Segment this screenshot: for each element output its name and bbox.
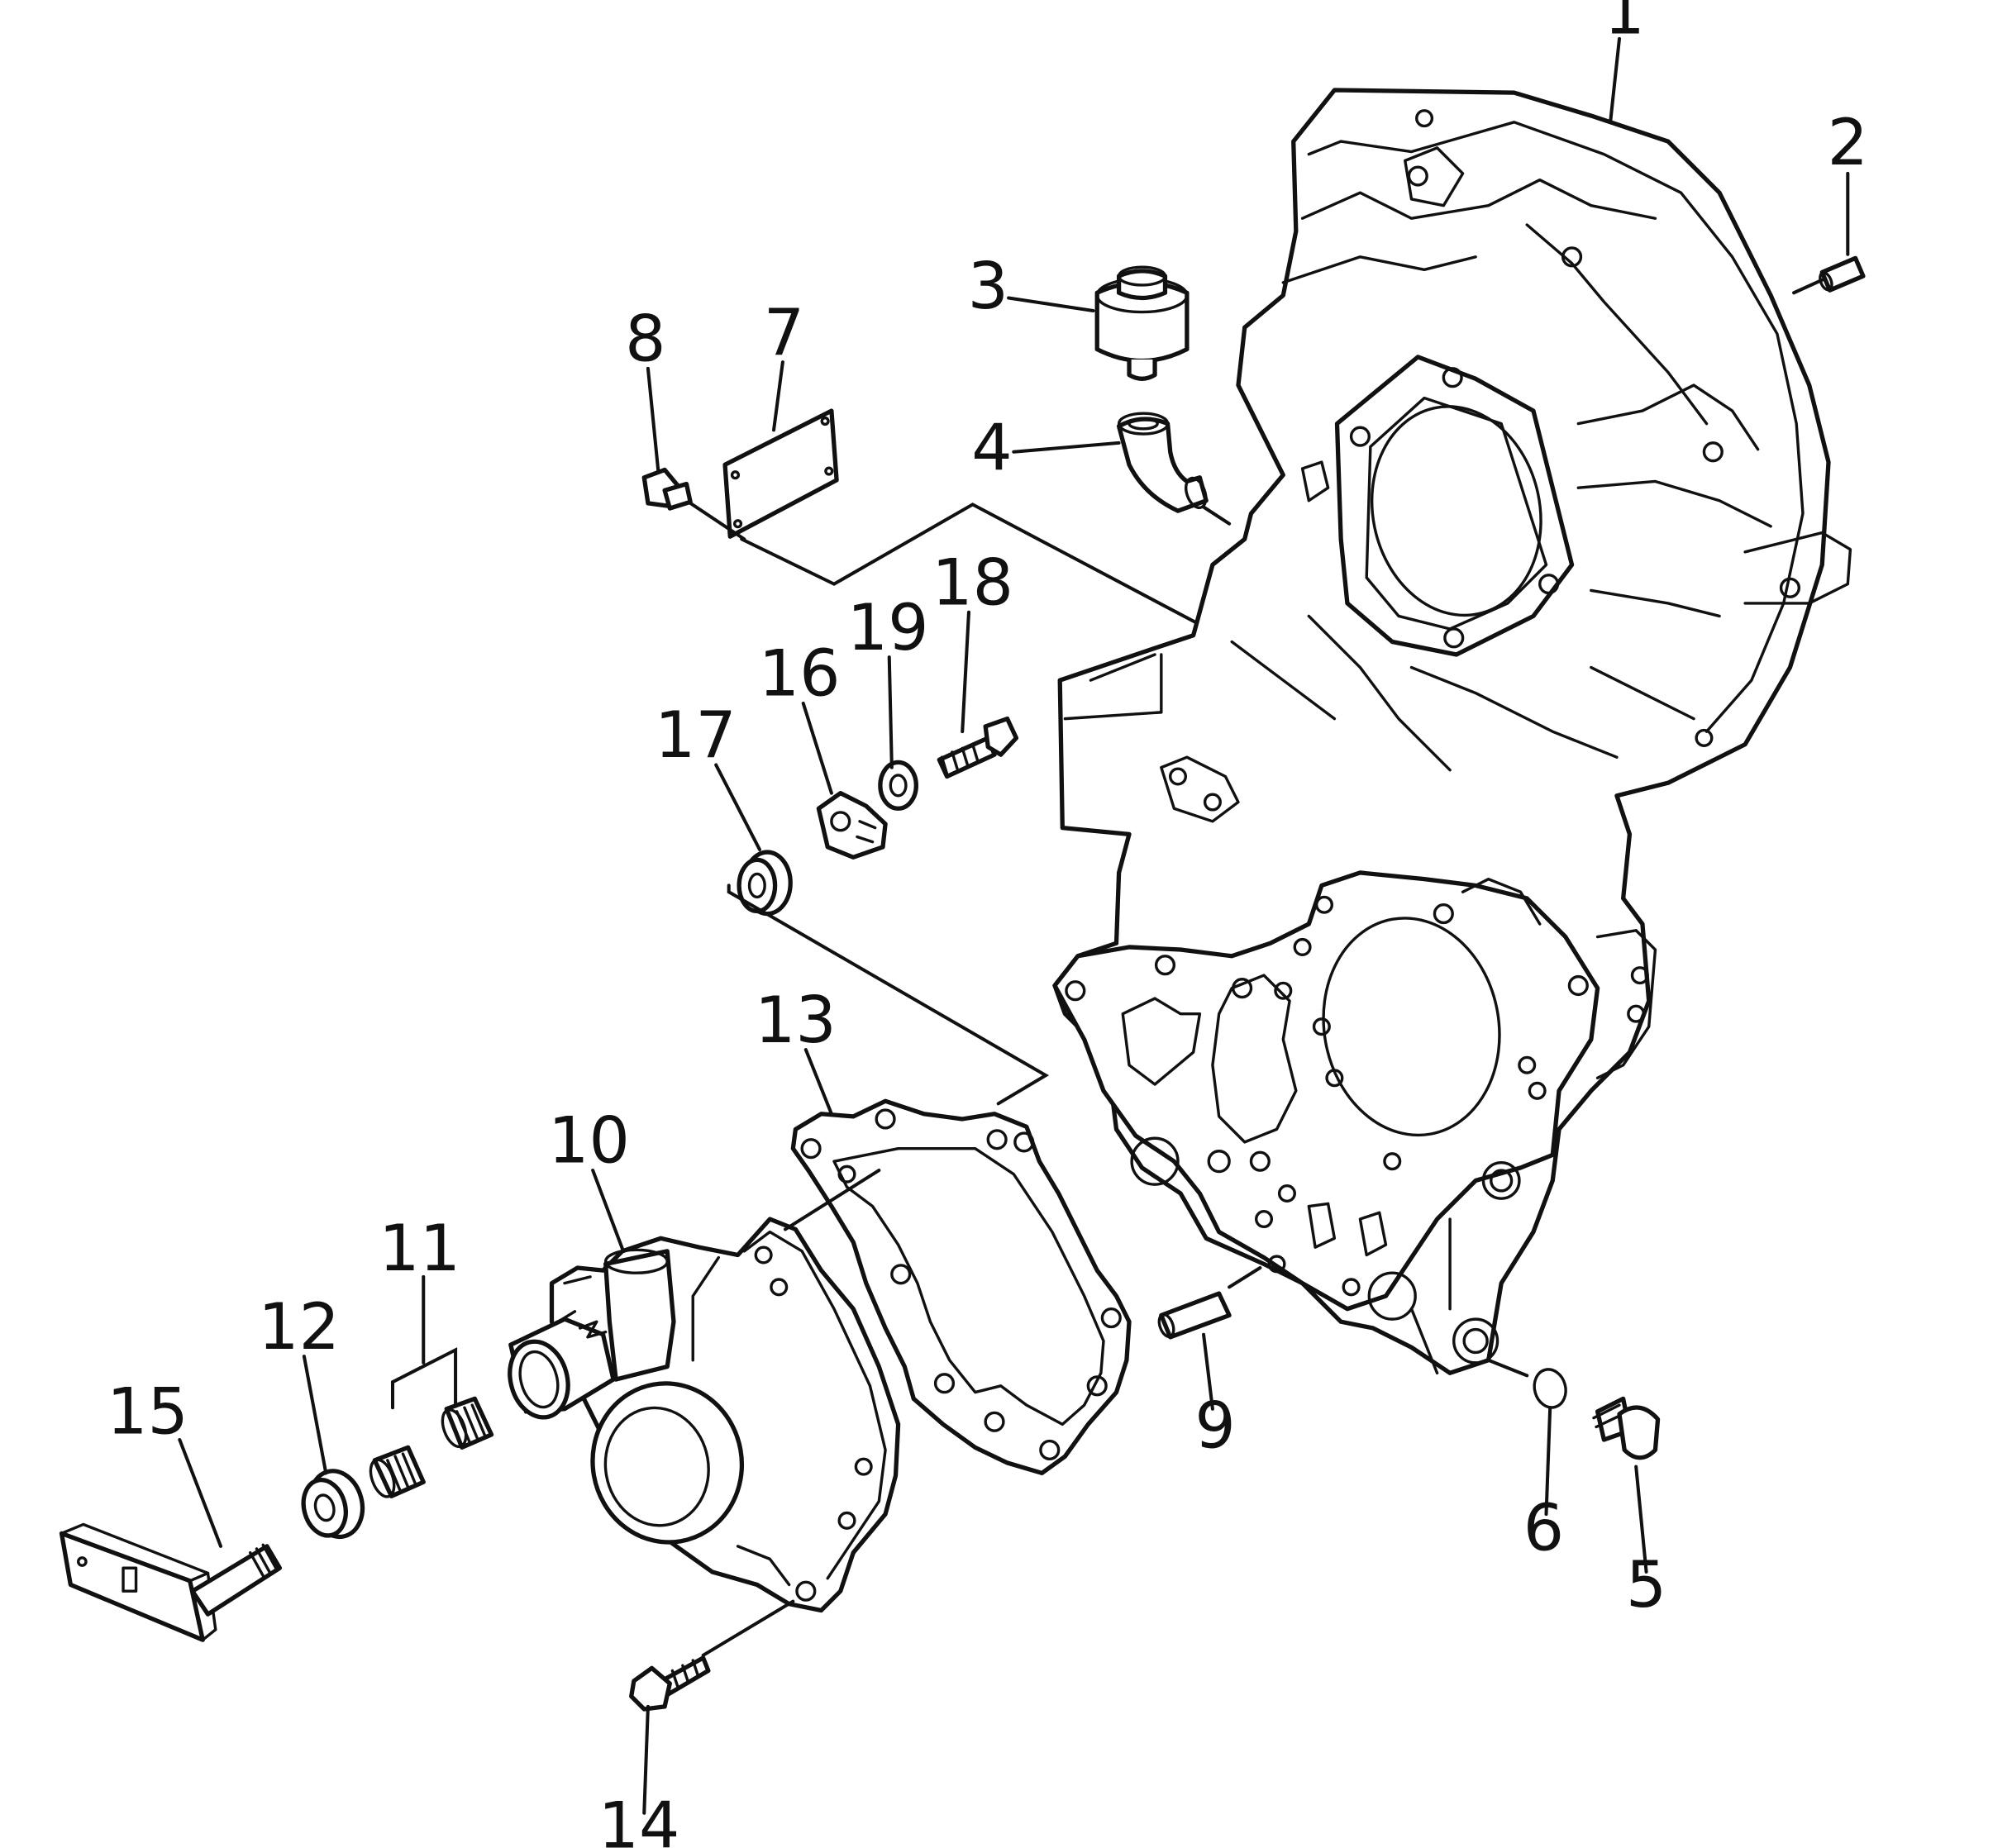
callout-15: 15: [107, 1374, 188, 1449]
callout-9: 9: [1194, 1388, 1235, 1463]
bolt-18: [937, 716, 1019, 779]
housing: [1052, 88, 1852, 1375]
leader-lines: [178, 36, 1850, 1815]
callout-11: 11: [379, 1212, 460, 1286]
bolt-14: [629, 1655, 711, 1712]
callout-12: 12: [258, 1290, 340, 1365]
callout-19: 19: [847, 591, 929, 665]
callout-10: 10: [548, 1104, 630, 1179]
elbow-4: [1116, 412, 1209, 513]
drain-plug-5: [1592, 1396, 1661, 1460]
bushing-17: [737, 850, 793, 917]
callout-18: 18: [932, 545, 1013, 620]
needle-bearings-11: [369, 1396, 494, 1498]
shaft-15: [59, 1522, 283, 1642]
callout-14: 14: [598, 1789, 680, 1848]
callout-4: 4: [971, 411, 1012, 485]
callout-5: 5: [1626, 1548, 1666, 1622]
pump-case-10: [508, 1217, 901, 1613]
dowel-pin-2: [1819, 255, 1866, 293]
callout-7: 7: [764, 296, 804, 370]
callout-1: 1: [1604, 0, 1645, 50]
callout-3: 3: [968, 250, 1008, 324]
callout-16: 16: [759, 637, 841, 712]
callout-8: 8: [625, 302, 665, 377]
plate-16: [816, 791, 888, 860]
callout-labels: 1 2 3 4 5 6 7 8 9 10 11 12 13 14 15 16 1…: [107, 0, 1868, 1848]
gasket-13: [790, 1098, 1132, 1476]
assembly-lines: [689, 278, 1824, 1657]
bolt-8: [641, 467, 693, 511]
breather-3: [1094, 265, 1190, 381]
callout-2: 2: [1828, 106, 1868, 180]
dowel-pin-9: [1157, 1291, 1232, 1340]
oil-seal-12: [301, 1469, 365, 1540]
washer-19: [878, 760, 918, 811]
callout-6: 6: [1523, 1492, 1564, 1566]
callout-13: 13: [755, 984, 837, 1058]
callout-17: 17: [655, 698, 737, 773]
o-ring-6: [1533, 1368, 1567, 1409]
cover-plate-7: [722, 408, 839, 539]
